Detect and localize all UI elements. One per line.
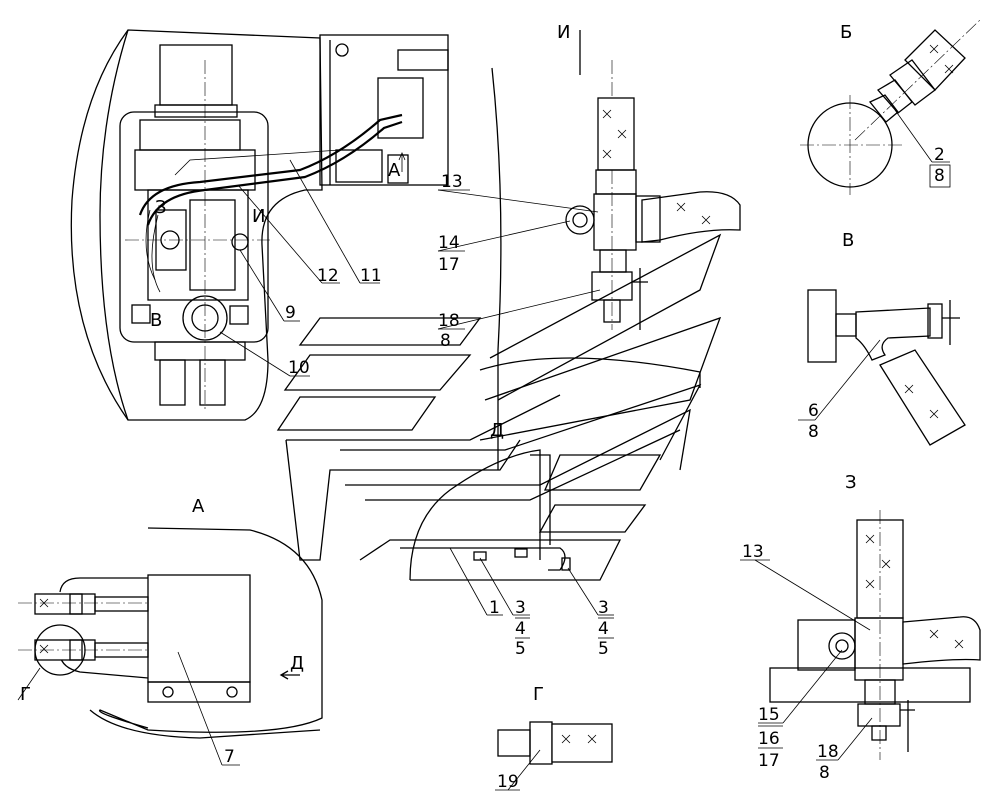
callout-14: 14 (438, 233, 460, 253)
view-title-i: И (557, 22, 570, 43)
callout-3-b: 3 (598, 598, 609, 618)
view-title-g: Г (533, 684, 544, 705)
view-z: З 13 15 16 17 18 8 (740, 472, 981, 783)
view-v: В 6 8 (798, 230, 966, 446)
callout-12: 12 (317, 266, 339, 286)
callout-4-a: 4 (515, 619, 526, 639)
callout-1: 1 (489, 598, 500, 618)
main-view-leaders: 12 11 9 10 (219, 159, 382, 378)
callout-5-b: 5 (598, 639, 609, 659)
callout-8-v: 8 (808, 422, 819, 442)
callout-8-b: 8 (934, 166, 945, 186)
view-d: Д 1 3 4 5 3 4 5 (276, 233, 722, 659)
callout-8-z: 8 (819, 763, 830, 783)
callout-8-i: 8 (440, 331, 451, 351)
callout-17-i: 17 (438, 255, 460, 275)
callout-9: 9 (285, 303, 296, 323)
callout-4-b: 4 (598, 619, 609, 639)
callout-13-z: 13 (742, 542, 764, 562)
arrow-d: Д (290, 653, 304, 674)
mark-v: В (150, 310, 162, 331)
callout-17-z: 17 (758, 751, 780, 771)
callout-13-i: 13 (441, 172, 463, 192)
view-b: Б 2 8 (800, 19, 981, 195)
main-view (70, 29, 449, 421)
callout-2: 2 (934, 145, 945, 165)
callout-11: 11 (360, 266, 382, 286)
mark-g: Г (20, 684, 31, 705)
view-a: А Д Г 7 (17, 496, 323, 767)
view-title-a: А (192, 496, 205, 517)
callout-15: 15 (758, 705, 780, 725)
callout-18-z: 18 (817, 742, 839, 762)
view-g: Г 19 (495, 684, 613, 792)
callout-16: 16 (758, 729, 780, 749)
view-title-b: Б (840, 22, 852, 43)
callout-18-i: 18 (438, 311, 460, 331)
mark-z: З (155, 197, 167, 218)
view-i: И 13 14 17 18 8 (437, 22, 741, 470)
callout-5-a: 5 (515, 639, 526, 659)
view-title-z: З (845, 472, 857, 493)
callout-7: 7 (224, 747, 235, 767)
view-title-v: В (842, 230, 854, 251)
main-view-marks: А З И В (150, 151, 406, 331)
callout-19: 19 (497, 772, 519, 792)
callout-6: 6 (808, 401, 819, 421)
mark-i: И (252, 206, 265, 227)
callout-3-a: 3 (515, 598, 526, 618)
mark-a: А (388, 160, 401, 181)
